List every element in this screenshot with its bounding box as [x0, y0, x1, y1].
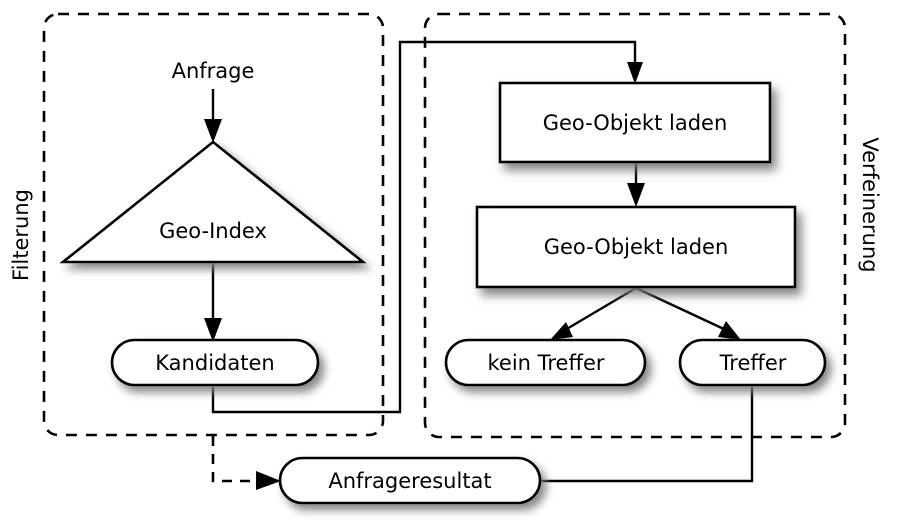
edge-geoobjekt2-to-keintreffer — [550, 286, 637, 340]
arrowhead-keintreffer-in — [550, 322, 573, 340]
group-verfeinerung-label: Verfeinerung — [858, 137, 882, 272]
group-filterung: Filterung — [9, 12, 385, 437]
edge-treffer-to-anfrageresultat — [540, 385, 754, 483]
node-geo-objekt-laden-1-shape — [498, 81, 772, 164]
edge-geoindex-to-kandidaten — [204, 262, 222, 342]
node-kandidaten-label: Kandidaten — [155, 351, 274, 375]
node-geo-objekt-laden-2-label: Geo-Objekt laden — [544, 235, 729, 259]
node-treffer[interactable]: Treffer — [678, 338, 827, 387]
node-kein-treffer[interactable]: kein Treffer — [444, 338, 647, 387]
node-treffer-shape — [678, 338, 827, 387]
node-geo-objekt-laden-2-shape — [475, 205, 797, 289]
arrowhead-geoobjekt1-in — [627, 62, 643, 84]
arrowhead-geoindex-in — [204, 119, 222, 143]
group-verfeinerung-border — [423, 12, 847, 439]
node-geo-index[interactable]: Geo-Index — [59, 140, 367, 264]
node-geo-objekt-laden-1-label: Geo-Objekt laden — [543, 111, 728, 135]
group-filterung-border — [42, 12, 385, 437]
edge-geoobjekt1-to-geoobjekt2 — [627, 162, 645, 207]
node-geo-objekt-laden-1[interactable]: Geo-Objekt laden — [498, 81, 772, 164]
edge-anfrage-to-geoindex — [204, 89, 222, 143]
edge-kandidaten-to-geoobjekt1 — [211, 40, 643, 414]
node-geo-objekt-laden-2[interactable]: Geo-Objekt laden — [475, 205, 797, 289]
node-anfrage-label: Anfrage — [172, 59, 255, 83]
node-anfrageresultat[interactable]: Anfrageresultat — [278, 456, 542, 505]
edge-filterung-to-anfrageresultat — [211, 436, 281, 490]
arrowhead-treffer-in — [718, 321, 741, 340]
edge-geoobjekt2-to-treffer — [635, 286, 741, 340]
node-kein-treffer-label: kein Treffer — [487, 351, 604, 375]
node-treffer-label: Treffer — [719, 351, 787, 375]
arrowhead-geoobjekt2-in — [627, 183, 645, 207]
arrowhead-kandidaten-in — [204, 318, 222, 342]
arrowhead-anfrageresultat-in — [256, 471, 281, 490]
node-kein-treffer-shape — [444, 338, 647, 387]
node-geo-index-shape — [59, 140, 367, 264]
node-kandidaten[interactable]: Kandidaten — [110, 338, 320, 387]
node-kandidaten-shape — [110, 338, 320, 387]
node-anfrageresultat-shape — [278, 456, 542, 505]
node-anfrageresultat-label: Anfrageresultat — [328, 469, 491, 493]
node-geo-index-label: Geo-Index — [159, 219, 267, 243]
group-verfeinerung: Verfeinerung — [423, 12, 882, 439]
group-filterung-label: Filterung — [9, 189, 33, 281]
